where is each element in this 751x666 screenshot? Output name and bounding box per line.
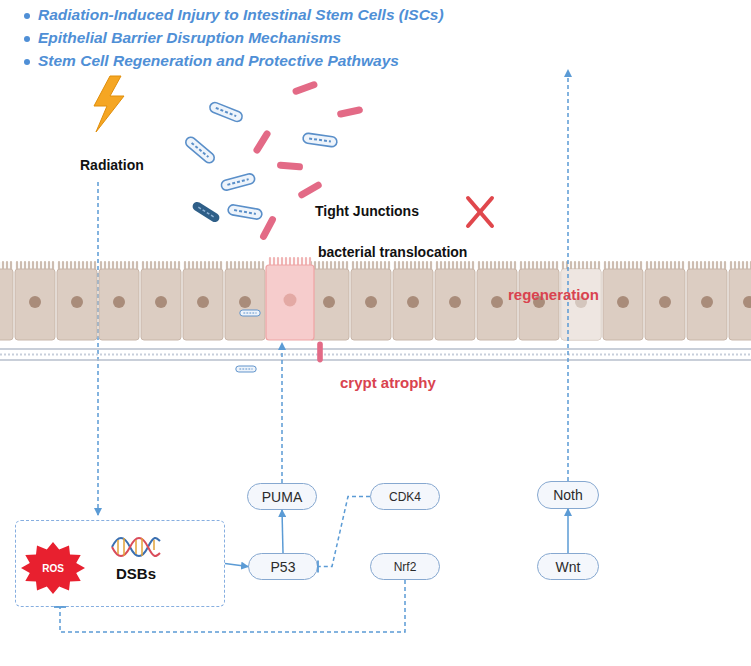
connector-line — [282, 510, 283, 553]
epithelial-cell — [57, 262, 97, 340]
translocated-bacteria — [236, 310, 323, 372]
bullet-dot — [24, 13, 30, 19]
epithelial-cell — [435, 262, 475, 340]
damage-group: DSBs ROS — [15, 520, 225, 607]
inhibition-bar — [54, 606, 66, 608]
node-text: PUMA — [262, 489, 302, 505]
heading-bullet: Epithelial Barrier Disruption Mechanisms — [38, 29, 341, 47]
bullet-dot — [24, 59, 30, 65]
connector — [318, 497, 370, 573]
node-text: Nrf2 — [394, 560, 417, 574]
pathway-node: CDK4 — [370, 483, 440, 510]
lightning-bolt — [94, 76, 124, 132]
outcome-label: crypt atrophy — [340, 374, 436, 391]
epithelial-cell — [141, 262, 181, 340]
connector-line — [318, 497, 370, 567]
pathway-arrow — [281, 343, 283, 483]
pathway-node: P53 — [248, 553, 318, 580]
node-text: ROS — [42, 563, 64, 574]
connector-line — [60, 580, 405, 632]
bacterium — [317, 342, 323, 363]
heading-bullet: Stem Cell Regeneration and Protective Pa… — [38, 52, 399, 70]
epithelial-cell — [0, 262, 13, 340]
node-text: Noth — [553, 487, 583, 503]
epithelial-cell — [15, 262, 55, 340]
connector — [282, 510, 283, 553]
bacterium — [292, 80, 319, 95]
bacterium — [184, 135, 216, 165]
epithelial-cell — [99, 262, 139, 340]
bacterium — [236, 366, 256, 372]
bacterium — [240, 310, 260, 316]
bacterium — [220, 173, 255, 191]
bacterium — [302, 133, 337, 148]
connector-line — [567, 509, 569, 553]
inhibition-bar — [317, 561, 319, 573]
epithelial-cell — [603, 262, 643, 340]
bacterium — [259, 215, 277, 241]
bacterium — [227, 204, 262, 220]
node-text: DSBs — [116, 565, 156, 582]
blocked-mark — [468, 198, 492, 226]
basement-membrane — [0, 349, 751, 360]
burst-outline — [21, 542, 85, 594]
pathway-arrow — [567, 70, 569, 481]
bacterium — [297, 180, 323, 199]
pathway-node: Wnt — [537, 553, 599, 580]
epithelial-cell — [309, 262, 349, 340]
connector — [54, 580, 405, 632]
connector — [568, 509, 569, 553]
damaged-cell — [266, 258, 314, 340]
ros-burst: ROS — [20, 541, 86, 595]
epithelial-cell — [645, 262, 685, 340]
epithelial-cell — [351, 262, 391, 340]
bacterium — [252, 129, 272, 155]
stimulus-label: Radiation — [80, 157, 144, 173]
outcome-label: regeneration — [508, 286, 599, 303]
structure-label: Tight Junctions — [315, 203, 419, 219]
epithelial-cell — [183, 262, 223, 340]
bullet-dots — [24, 13, 30, 65]
epithelial-cell — [687, 262, 727, 340]
node-text: CDK4 — [389, 490, 421, 504]
connector — [225, 564, 248, 567]
connector-line — [225, 564, 248, 567]
blocked-mark — [468, 198, 492, 226]
bacterium — [337, 106, 364, 118]
bacterium — [208, 101, 243, 123]
epithelium — [0, 258, 751, 340]
heading-bullet: Radiation-Induced Injury to Intestinal S… — [38, 6, 444, 24]
node-text: Wnt — [556, 559, 581, 575]
process-label: bacterial translocation — [318, 244, 467, 260]
epithelial-cell — [393, 262, 433, 340]
epithelial-cell — [729, 262, 751, 340]
bacterium — [277, 161, 304, 170]
dna-icon — [112, 538, 160, 556]
epithelial-cell — [225, 262, 265, 340]
pathway-node: Nrf2 — [370, 553, 440, 580]
bullet-dot — [24, 36, 30, 42]
pathway-node: PUMA — [247, 483, 317, 510]
node-text: P53 — [271, 559, 296, 575]
pathway-node: Noth — [537, 481, 599, 509]
regenerating-cell — [561, 269, 601, 340]
bacterium — [191, 200, 221, 224]
